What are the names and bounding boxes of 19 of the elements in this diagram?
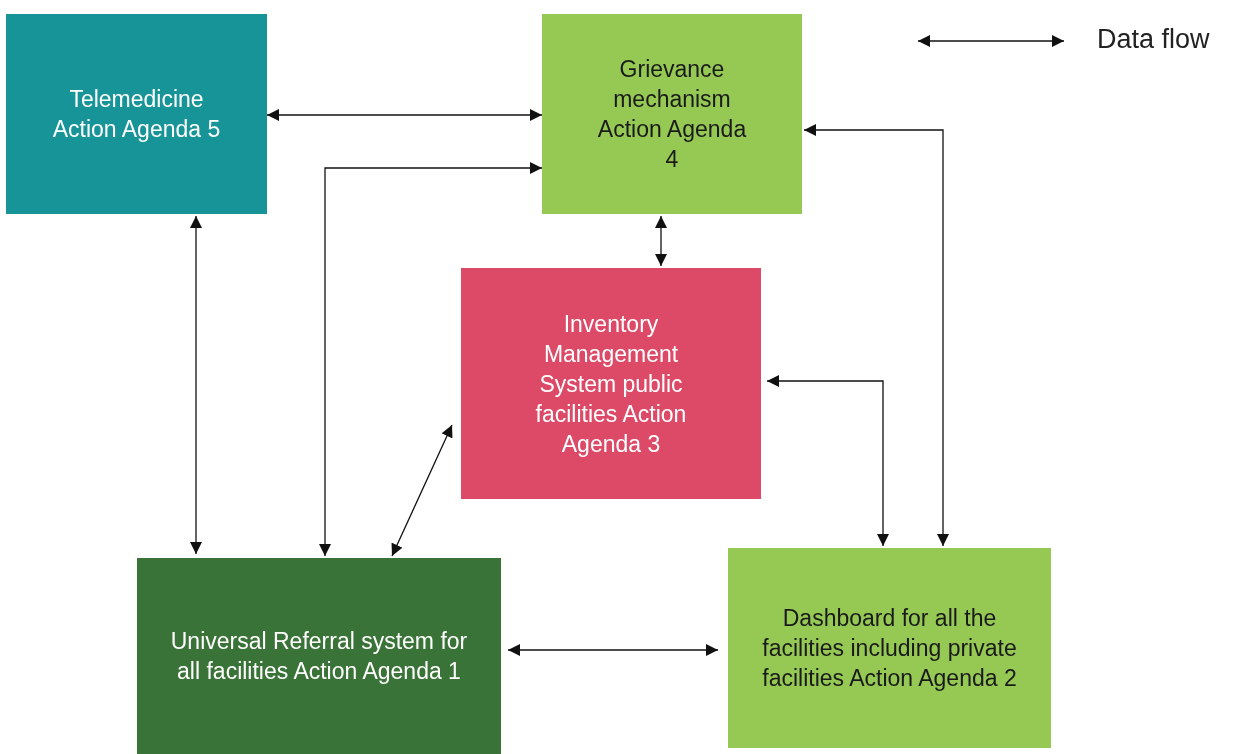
double-arrow xyxy=(507,644,719,656)
box-label: Universal Referral system for all facilities Action Agenda 1 xyxy=(169,627,469,686)
process-box xyxy=(461,268,761,499)
double-arrow xyxy=(766,375,889,547)
double-arrow xyxy=(190,215,202,555)
double-arrow xyxy=(266,109,543,121)
double-arrow xyxy=(391,424,453,557)
box-label: Grievance mechanism Action Agenda 4 xyxy=(597,55,747,174)
box-label: Dashboard for all the facilities including private facilities Action Agenda 2 xyxy=(761,604,1018,693)
box-label: Inventory Management System public facilities Action Agenda 3 xyxy=(534,309,688,459)
process-box xyxy=(728,548,1051,748)
process-box xyxy=(6,14,267,214)
double-arrow xyxy=(655,215,667,267)
legend-label: Data flow xyxy=(1097,24,1210,55)
box-label: Telemedicine Action Agenda 5 xyxy=(51,85,222,144)
process-box xyxy=(542,14,802,214)
double-arrow xyxy=(319,162,543,557)
double-arrow xyxy=(803,124,949,547)
process-box xyxy=(137,558,501,754)
